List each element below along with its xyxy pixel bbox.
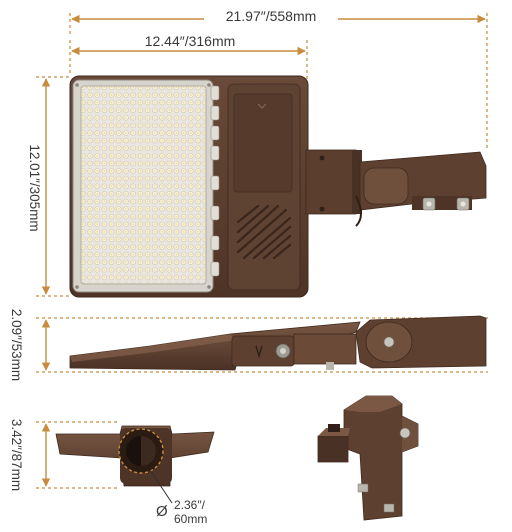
driver-cover: [233, 93, 293, 193]
overall-width-label: 21.97″/558mm: [226, 8, 317, 24]
pole-diameter-inches: 2.36″/: [174, 498, 206, 512]
pole-diameter-mm: 60mm: [174, 512, 207, 526]
bracket-height-dimension: 3.42″/87mm: [9, 419, 120, 491]
side-height-label: 2.09″/53mm: [9, 309, 24, 381]
side-height-dimension: 2.09″/53mm: [9, 309, 488, 381]
bracket-end-view: [55, 425, 215, 487]
bracket-height-label: 3.42″/87mm: [9, 419, 24, 491]
overall-width-dimension: 21.97″/558mm: [69, 7, 488, 150]
head-height-dimension: 12.01″/305mm: [27, 76, 70, 297]
bracket-bolts: [422, 197, 470, 211]
bracket-perspective-view: [317, 395, 419, 521]
pole-diameter-callout: Ø 2.36″/ 60mm: [149, 469, 207, 526]
diameter-symbol: Ø: [156, 503, 168, 520]
heat-sink-fins: [236, 204, 292, 260]
mounting-arm: [305, 149, 357, 215]
head-height-label: 12.01″/305mm: [27, 144, 42, 231]
head-width-dimension: 12.44″/316mm: [69, 33, 308, 85]
top-view-luminaire: [69, 75, 487, 298]
side-view-luminaire: [69, 315, 487, 371]
led-array: [81, 86, 206, 284]
head-width-label: 12.44″/316mm: [145, 33, 236, 49]
